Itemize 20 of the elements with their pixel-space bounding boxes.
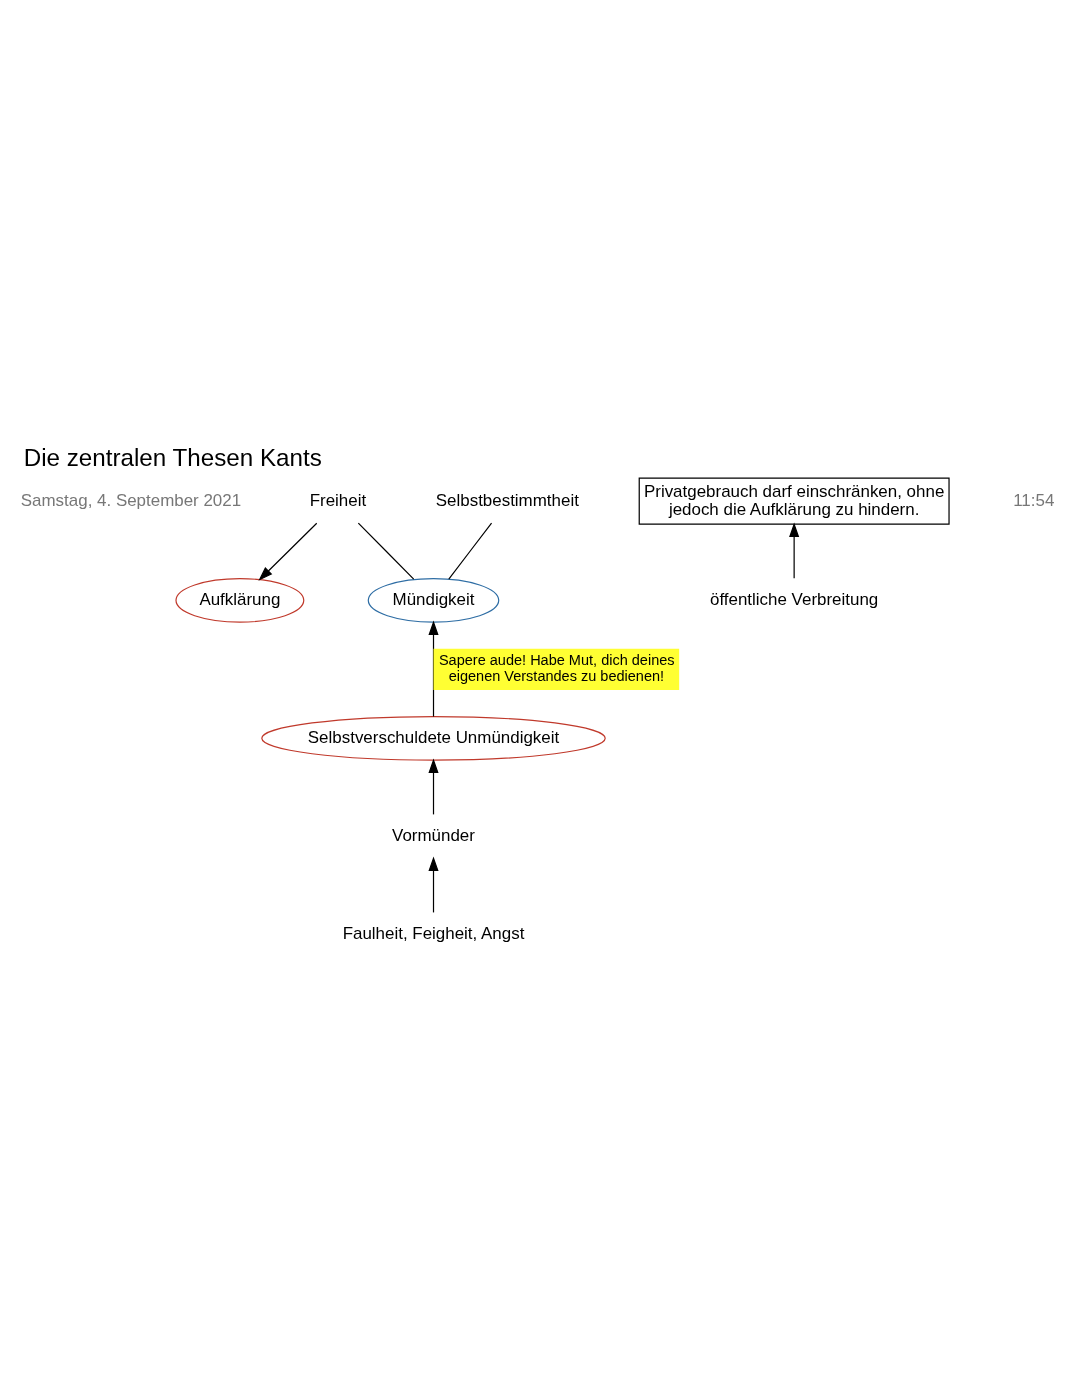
node-text: Freiheit (309, 490, 367, 510)
node-text: Vormünder (392, 825, 475, 845)
arrow (428, 855, 439, 913)
connector (448, 521, 493, 580)
arrow (258, 522, 318, 581)
arrow (428, 757, 439, 815)
arrow (789, 522, 800, 579)
label: 11:54 (1013, 490, 1055, 510)
edge-label: Sapere aude! Habe Mut, dich deines eigenen Verstandes zu bedienen! (438, 651, 675, 684)
label: Samstag, 4. September 2021 (20, 490, 242, 510)
node-ellipse: Selbstverschuldete Unmündigkeit (261, 715, 606, 761)
connector (357, 521, 415, 580)
diagram-title: Die zentralen Thesen Kants (23, 443, 322, 471)
arrow (428, 620, 439, 717)
node-text: öffentliche Verbreitung (710, 589, 879, 609)
node-ellipse: Aufklärung (175, 577, 305, 623)
node-text: Faulheit, Feigheit, Angst (342, 923, 525, 943)
node-box: Privatgebrauch darf einschränken, ohne jedoch die Aufklärung zu hindern. (638, 477, 950, 525)
node-ellipse: Mündigkeit (367, 577, 500, 623)
node-text: Selbstbestimmtheit (435, 490, 579, 510)
